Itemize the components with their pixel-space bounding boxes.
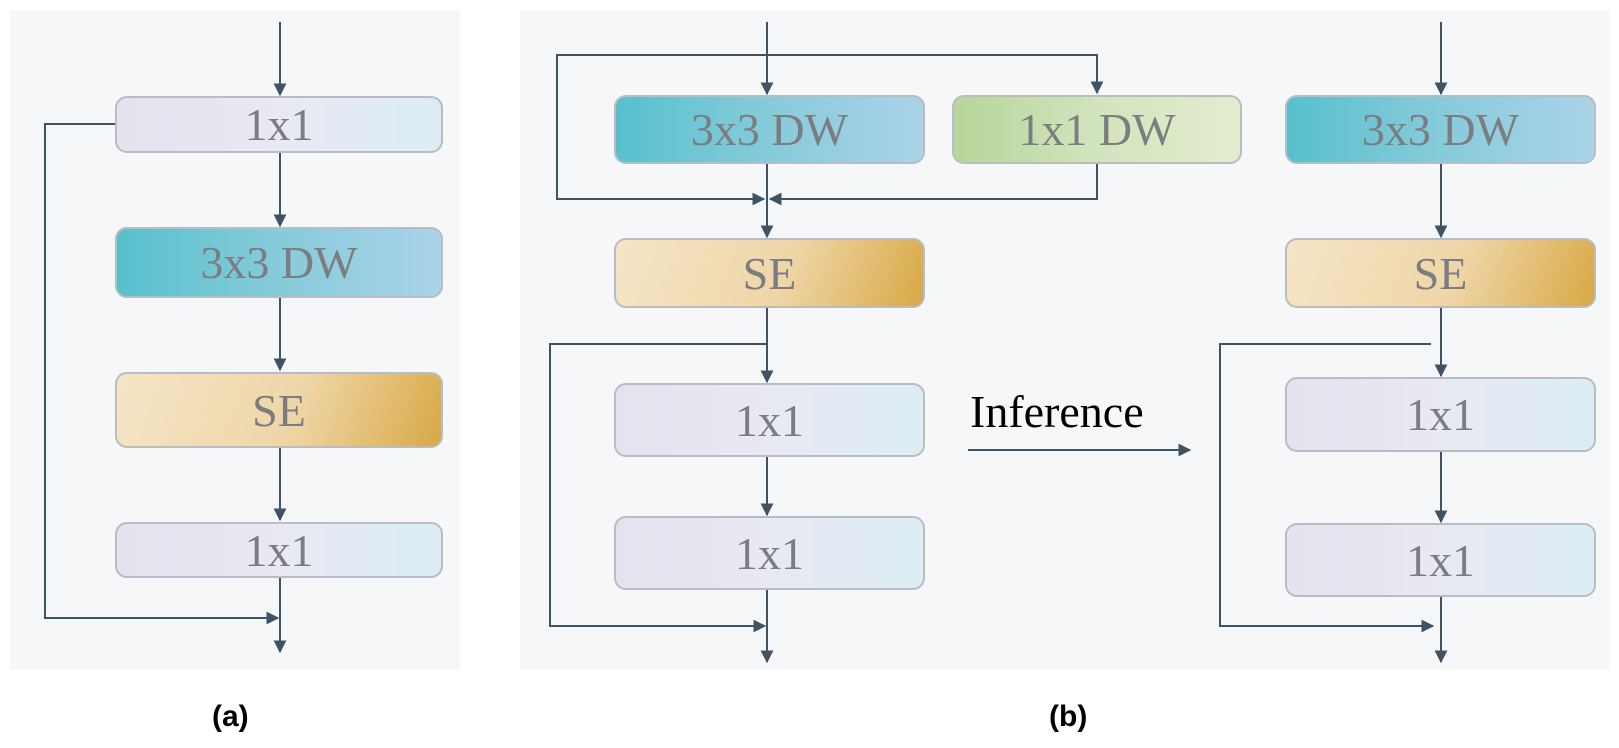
caption-b: (b)	[1049, 700, 1088, 733]
a-block-se: SE	[115, 372, 443, 448]
c-block-1x1-b-label: 1x1	[1406, 534, 1475, 586]
b-block-1x1-b-label: 1x1	[735, 527, 804, 579]
b-block-3x3dw-label: 3x3 DW	[690, 104, 849, 155]
a-block-3x3dw-label: 3x3 DW	[200, 237, 358, 288]
b-block-1x1-b: 1x1	[614, 516, 925, 590]
a-block-3x3dw: 3x3 DW	[115, 227, 443, 298]
c-block-3x3dw: 3x3 DW	[1285, 95, 1596, 164]
b-block-1x1dw-label: 1x1 DW	[1018, 104, 1176, 155]
inference-label: Inference	[970, 386, 1144, 437]
b-block-se-label: SE	[742, 247, 797, 299]
b-1x1dw-merge	[768, 164, 1098, 206]
a-residual-path	[44, 123, 280, 625]
b-block-1x1dw: 1x1 DW	[952, 95, 1242, 164]
c-block-1x1-a-label: 1x1	[1406, 389, 1475, 440]
b-block-se: SE	[614, 238, 925, 308]
c-block-3x3dw-label: 3x3 DW	[1361, 104, 1520, 155]
a-block-1x1-top-label: 1x1	[244, 99, 314, 150]
caption-a: (a)	[212, 700, 249, 733]
b-branch-to-1x1dw	[767, 54, 1104, 95]
a-block-1x1-top: 1x1	[115, 96, 443, 153]
b-block-1x1-a: 1x1	[614, 383, 925, 457]
c-block-se: SE	[1285, 238, 1596, 308]
c-block-1x1-b: 1x1	[1285, 523, 1596, 597]
b-block-3x3dw: 3x3 DW	[614, 95, 925, 164]
c-residual-path	[1219, 343, 1435, 633]
c-block-se-label: SE	[1413, 247, 1468, 299]
b-residual-path	[549, 343, 767, 633]
a-block-se-label: SE	[252, 384, 306, 436]
a-block-1x1-bottom-label: 1x1	[244, 524, 314, 576]
a-block-1x1-bottom: 1x1	[115, 522, 443, 578]
c-block-1x1-a: 1x1	[1285, 377, 1596, 452]
b-identity-branch	[556, 54, 767, 206]
b-block-1x1-a-label: 1x1	[735, 394, 804, 446]
